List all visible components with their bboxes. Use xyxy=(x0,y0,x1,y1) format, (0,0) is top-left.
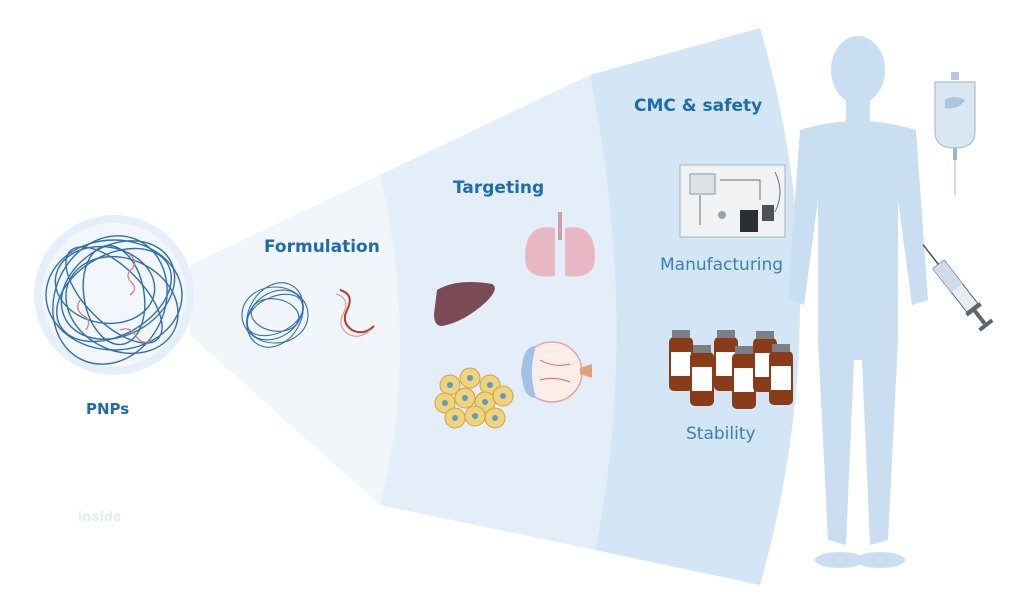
sector-formulation xyxy=(190,175,400,505)
label-cmc-safety: CMC & safety xyxy=(634,96,763,116)
small-pnp-icon xyxy=(241,282,309,348)
label-pnps: PNPs xyxy=(86,400,130,418)
label-targeting: Targeting xyxy=(453,178,545,198)
human-silhouette-icon xyxy=(788,36,928,568)
pnp-sphere-icon xyxy=(34,215,194,375)
rna-strand-icon xyxy=(335,289,375,337)
eye-icon xyxy=(521,341,592,403)
manufacturing-machine-icon xyxy=(679,164,786,238)
liver-icon xyxy=(434,282,495,326)
watermark-logo: inside xyxy=(78,508,122,524)
cells-icon xyxy=(434,367,514,429)
label-stability: Stability xyxy=(686,424,756,444)
iv-bag-icon xyxy=(934,72,976,195)
label-manufacturing: Manufacturing xyxy=(660,255,784,275)
vials-icon xyxy=(669,330,793,409)
lungs-icon xyxy=(525,212,595,277)
label-formulation: Formulation xyxy=(264,237,380,257)
syringe-icon xyxy=(922,244,994,332)
sector-targeting xyxy=(380,75,617,550)
